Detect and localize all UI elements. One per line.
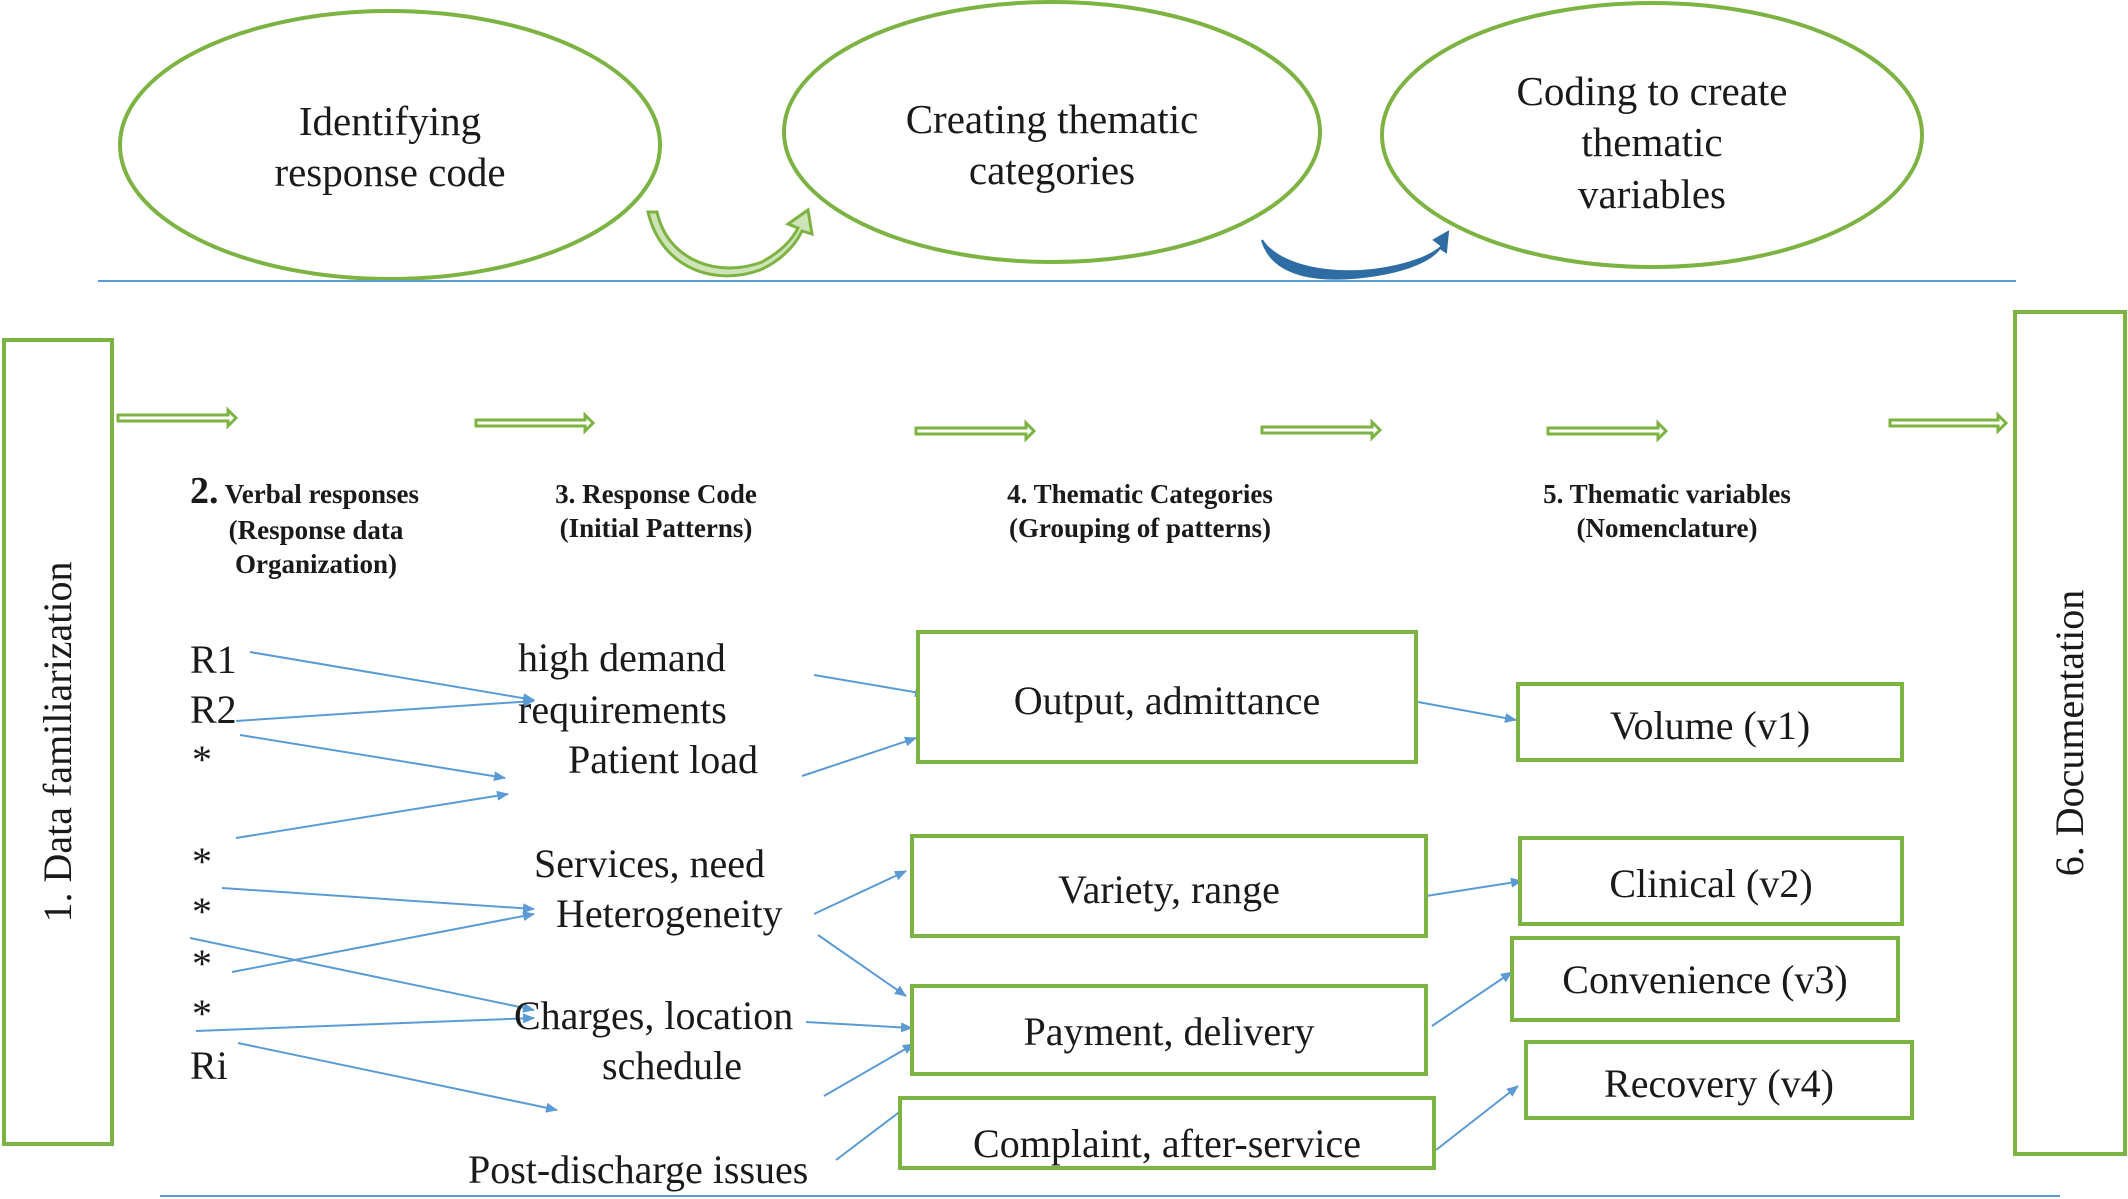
response-star: * <box>192 737 212 782</box>
variable-recovery: Recovery (v4) <box>1604 1061 1834 1106</box>
code-patient-load: Patient load <box>568 737 758 782</box>
response-star: * <box>192 889 212 934</box>
category-box-output: Output, admittance <box>916 630 1418 764</box>
curved-arrow-green-icon <box>646 207 814 278</box>
header-col2-line3: Organization) <box>235 548 397 579</box>
process-step-coding: Coding to create thematic variables <box>1452 66 1852 220</box>
header-col4-line1: 4. Thematic Categories <box>1007 479 1273 509</box>
documentation-label: 6. Documentation <box>2047 589 2092 877</box>
response-star: * <box>192 839 212 884</box>
process-ellipse-3 <box>1380 1 1924 269</box>
process-step-2-line2: categories <box>968 147 1136 194</box>
process-step-3-line2: thematic <box>1581 119 1723 166</box>
category-box-complaint: Complaint, after-service <box>898 1096 1436 1170</box>
documentation-box: 6. Documentation <box>2013 310 2127 1156</box>
response-r1: R1 <box>190 637 237 682</box>
process-step-3-line1: Coding to create <box>1516 68 1788 114</box>
variable-convenience: Convenience (v3) <box>1562 957 1848 1002</box>
header-verbal-responses: 2. Verbal responses <box>190 468 419 516</box>
code-schedule: schedule <box>602 1043 742 1088</box>
response-star: * <box>192 991 212 1036</box>
header-col2-line2: (Response data <box>228 515 404 545</box>
code-requirements: requirements <box>518 687 727 732</box>
curved-arrow-blue-icon <box>1261 230 1450 280</box>
header-col2-number: 2. <box>190 470 219 512</box>
header-thematic-categories: 4. Thematic Categories (Grouping of patt… <box>950 478 1330 546</box>
flow-arrows <box>116 406 2009 443</box>
process-step-3-line3: variables <box>1578 170 1726 217</box>
code-high-demand: high demand <box>518 635 726 680</box>
header-response-code: 3. Response Code (Initial Patterns) <box>516 478 796 546</box>
variable-box-clinical: Clinical (v2) <box>1518 836 1904 926</box>
category-box-variety: Variety, range <box>910 834 1428 938</box>
variable-box-convenience: Convenience (v3) <box>1510 936 1900 1022</box>
header-col5-line2: (Nomenclature) <box>1576 512 1758 543</box>
category-output-admittance: Output, admittance <box>1013 678 1321 723</box>
variable-box-volume: Volume (v1) <box>1516 682 1904 762</box>
process-step-1-line2: response code <box>274 149 506 196</box>
code-services-need: Services, need <box>534 841 766 886</box>
data-familiarization-box: 1. Data familiarization <box>2 338 114 1146</box>
variable-clinical: Clinical (v2) <box>1609 861 1813 906</box>
process-step-1-line1: Identifying <box>298 98 482 144</box>
variable-box-recovery: Recovery (v4) <box>1524 1040 1914 1120</box>
category-variety-range: Variety, range <box>1058 867 1280 912</box>
category-complaint-after-service: Complaint, after-service <box>973 1121 1361 1166</box>
process-ellipse-1 <box>118 9 662 281</box>
header-col3-line2: (Initial Patterns) <box>559 512 753 543</box>
header-col5-line1: 5. Thematic variables <box>1543 479 1791 509</box>
category-box-payment: Payment, delivery <box>910 984 1428 1076</box>
connector-lines <box>189 651 1523 1161</box>
header-col2-line1: Verbal responses <box>224 479 420 509</box>
data-familiarization-label: 1. Data familiarization <box>35 561 80 923</box>
process-step-creating: Creating thematic categories <box>852 94 1252 197</box>
response-ri: Ri <box>190 1043 228 1088</box>
process-ellipse-2 <box>782 0 1322 264</box>
response-r2: R2 <box>190 687 237 732</box>
code-post-discharge: Post-discharge issues <box>468 1147 809 1192</box>
header-thematic-variables: 5. Thematic variables (Nomenclature) <box>1522 478 1812 546</box>
header-col3-line1: 3. Response Code <box>555 479 757 509</box>
variable-volume: Volume (v1) <box>1609 703 1811 748</box>
header-col4-line2: (Grouping of patterns) <box>1008 512 1271 543</box>
process-step-identifying: Identifying response code <box>190 96 590 199</box>
response-star: * <box>192 941 212 986</box>
header-col2-sub: (Response data Organization) <box>196 514 436 582</box>
code-heterogeneity: Heterogeneity <box>556 891 783 936</box>
code-charges-location: Charges, location <box>514 993 794 1038</box>
category-payment-delivery: Payment, delivery <box>1023 1009 1315 1054</box>
process-step-2-line1: Creating thematic <box>905 96 1199 142</box>
